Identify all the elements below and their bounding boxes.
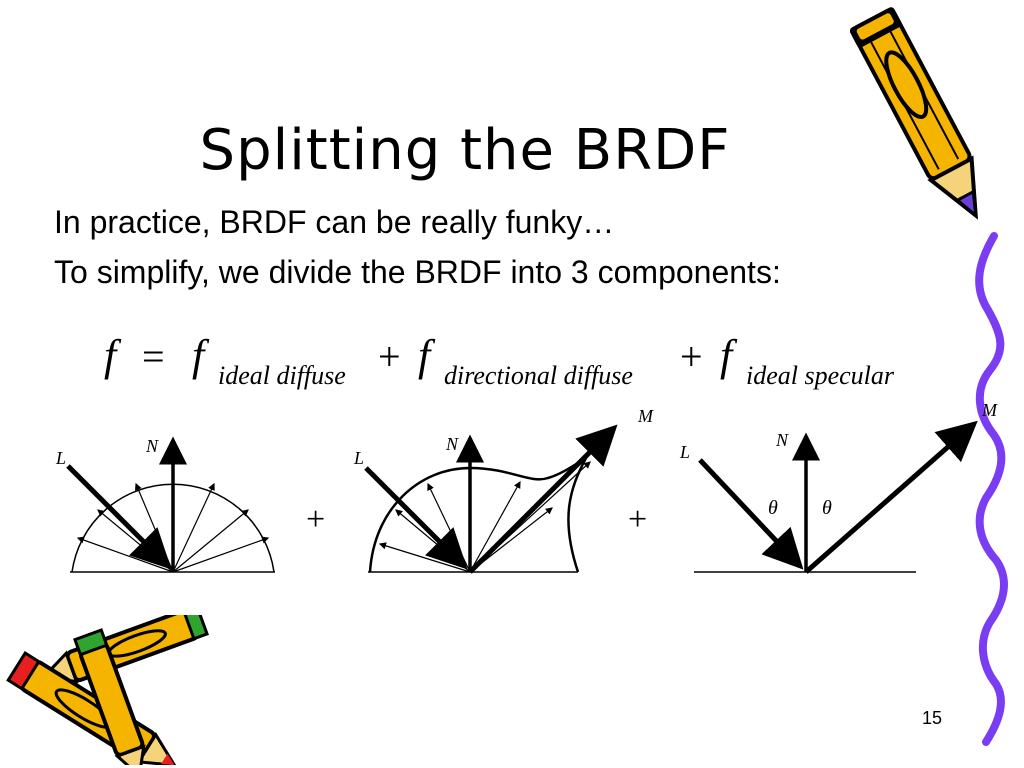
normal-label-1: N [145, 436, 159, 456]
equation-term-2-subscript: directional diffuse [444, 361, 633, 390]
equation-plus-1: + [378, 334, 401, 379]
light-label-2: L [353, 448, 364, 468]
brdf-diagrams: L N + L N M + L N [55, 400, 998, 574]
equation-plus-2: + [680, 334, 703, 379]
brdf-equation: f = f ideal diffuse + f directional diff… [104, 331, 895, 390]
crossed-pencils-icon [6, 615, 209, 765]
equation-term-1-subscript: ideal diffuse [218, 361, 346, 390]
equation-term-3-symbol: f [720, 331, 738, 380]
equation-equals: = [142, 334, 165, 379]
ideal-diffuse-diagram: L N [55, 436, 275, 573]
equation-lhs: f [104, 331, 122, 380]
equation-term-1-symbol: f [192, 331, 210, 380]
mirror-label-3: M [981, 400, 998, 420]
body-line-2: To simplify, we divide the BRDF into 3 c… [54, 254, 781, 290]
theta-label-right: θ [822, 497, 832, 519]
equation-term-2-symbol: f [418, 331, 436, 380]
ideal-specular-diagram: L N M θ θ [679, 400, 998, 574]
page-number: 15 [922, 708, 943, 728]
directional-diffuse-diagram: L N M [353, 406, 654, 574]
slide-title: Splitting the BRDF [199, 118, 731, 183]
body-line-1: In practice, BRDF can be really funky… [54, 204, 615, 240]
squiggle-line-icon [975, 232, 1008, 746]
theta-label-left: θ [768, 497, 778, 519]
normal-label-2: N [445, 434, 459, 454]
normal-label-3: N [775, 430, 789, 450]
mirror-label-2: M [637, 406, 654, 426]
light-label-1: L [55, 448, 66, 468]
light-label-3: L [679, 442, 690, 462]
equation-term-3-subscript: ideal specular [746, 361, 895, 390]
pencil-icon [850, 7, 979, 220]
plus-sign-1: + [306, 501, 325, 538]
plus-sign-2: + [628, 501, 647, 538]
